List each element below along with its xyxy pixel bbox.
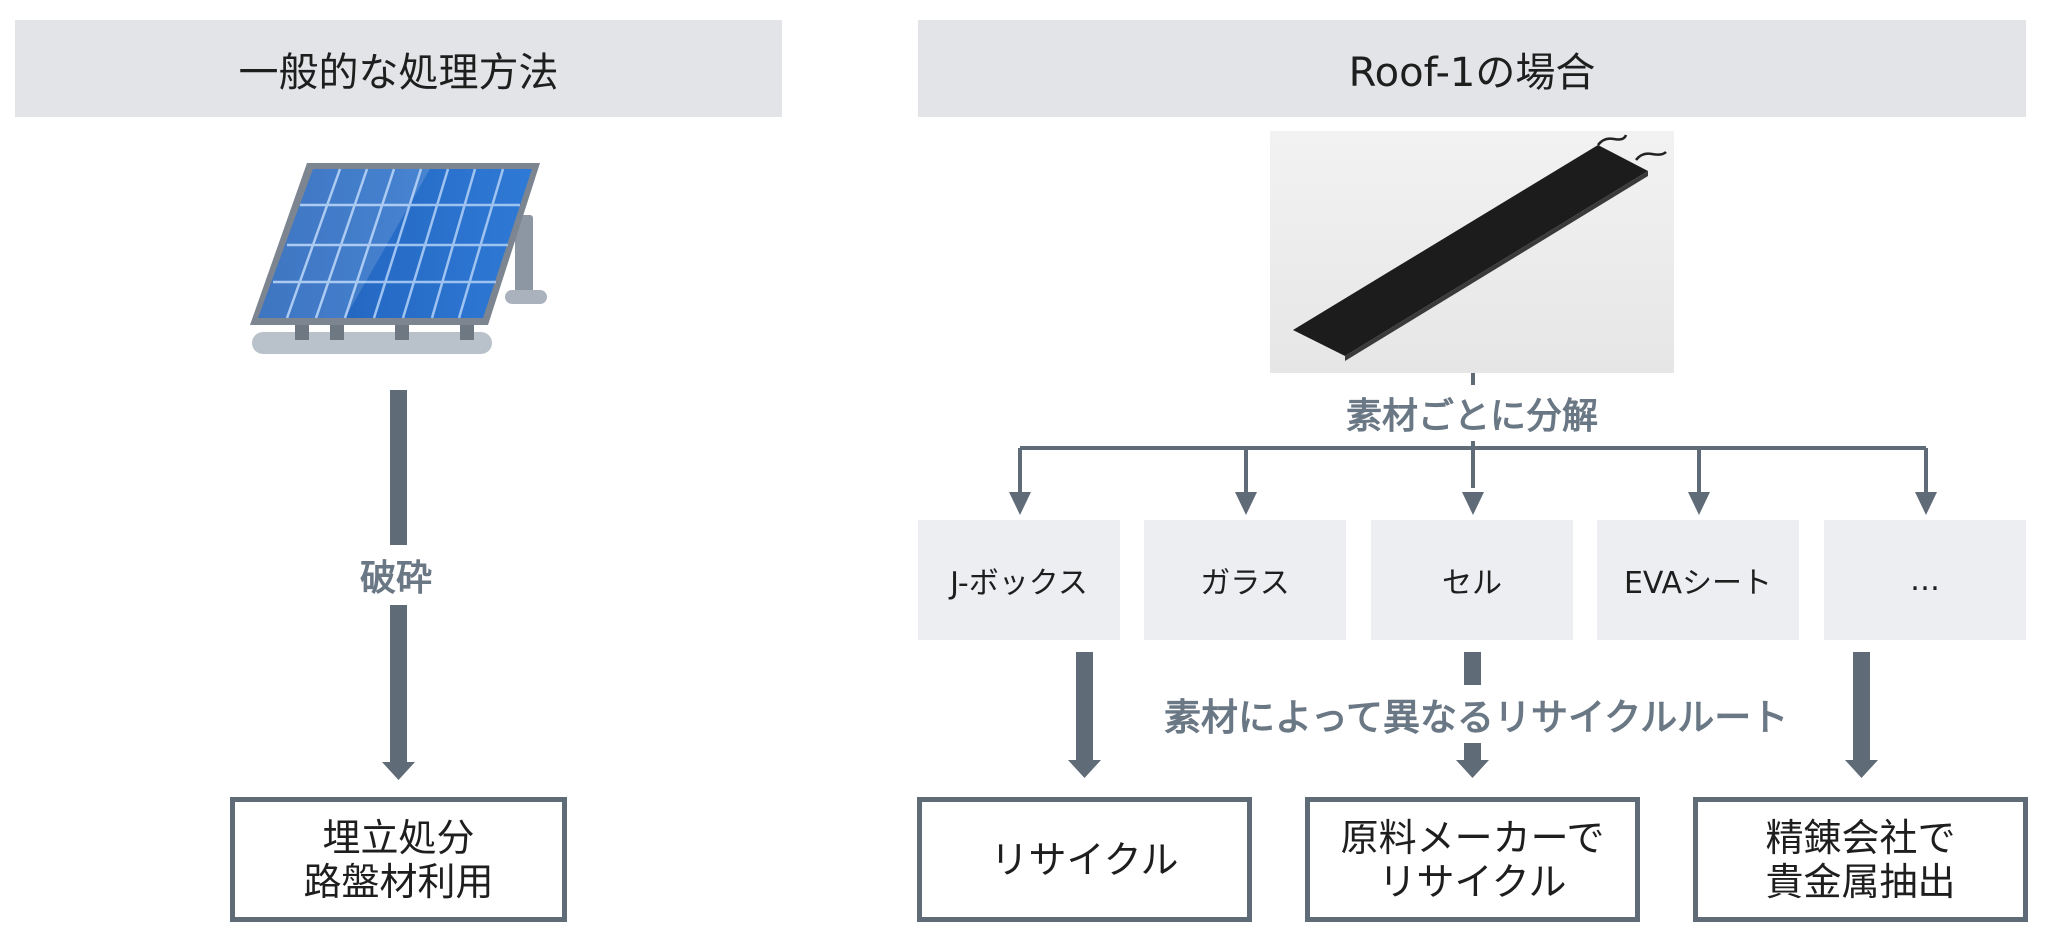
- solar-panel-icon: [250, 163, 547, 354]
- result-line-1: リサイクル: [990, 837, 1179, 882]
- component-j-box: J-ボックス: [918, 520, 1120, 640]
- crush-label: 破砕: [358, 545, 435, 605]
- split-label: 素材ごとに分解: [1342, 385, 1603, 441]
- right-header: Roof-1の場合: [918, 20, 2026, 117]
- result-box-recycle: リサイクル: [917, 797, 1252, 922]
- result-line-2: リサイクル: [1378, 859, 1567, 904]
- result-line-1: 原料メーカーで: [1340, 815, 1605, 860]
- roof-1-product-photo: [1270, 131, 1674, 373]
- left-result-box: 埋立処分 路盤材利用: [230, 797, 567, 922]
- component-eva-sheet: EVAシート: [1597, 520, 1799, 640]
- result-box-refinery: 精錬会社で 貴金属抽出: [1693, 797, 2028, 922]
- result-line-2: 路盤材利用: [303, 859, 494, 904]
- result-line-1: 埋立処分: [322, 815, 475, 860]
- route-label: 素材によって異なるリサイクルルート: [1160, 685, 1793, 743]
- left-header: 一般的な処理方法: [15, 20, 782, 117]
- component-more: …: [1824, 520, 2026, 640]
- component-cell: セル: [1371, 520, 1573, 640]
- result-line-1: 精錬会社で: [1765, 815, 1956, 860]
- split-arrowheads: [1009, 492, 1937, 515]
- component-glass: ガラス: [1144, 520, 1346, 640]
- result-box-material-maker: 原料メーカーで リサイクル: [1305, 797, 1640, 922]
- result-line-2: 貴金属抽出: [1765, 859, 1956, 904]
